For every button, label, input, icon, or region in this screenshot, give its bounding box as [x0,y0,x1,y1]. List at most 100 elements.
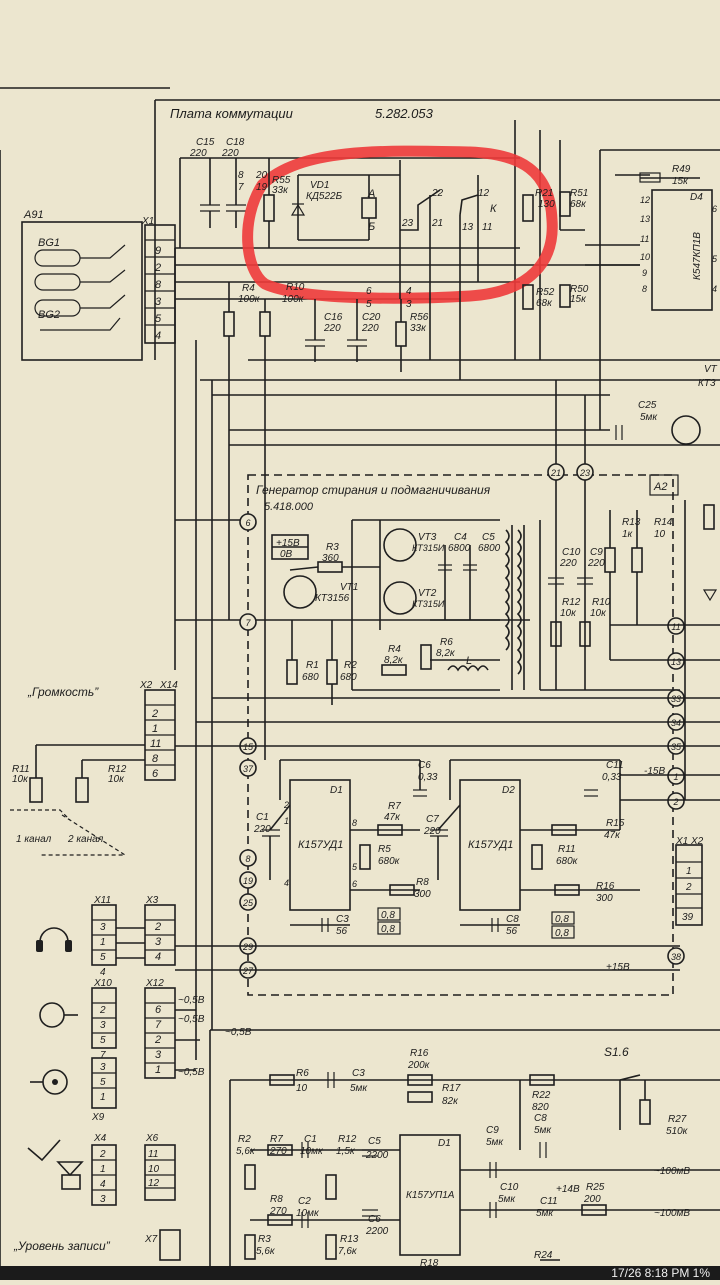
r13: R13 [622,517,641,528]
board-code: 5.282.053 [375,106,434,121]
x1-pin: 2 [154,262,161,274]
r12c: R12 [338,1134,357,1145]
r1v: 680 [302,672,319,683]
rec-level-label: „Уровень записи” [13,1239,111,1253]
node-label: 8 [245,854,250,864]
c15v: 220 [189,148,207,159]
x10-pin: 7 [100,1050,106,1061]
x12-pin: 2 [154,1034,161,1046]
generator-code: 5.418.000 [264,501,314,513]
c15: C15 [196,137,215,148]
c18: C18 [226,137,245,148]
c25v: 5мк [640,412,658,423]
c5: C5 [482,532,495,543]
r11v: 10к [12,774,29,785]
x10-pin: 2 [99,1005,106,1016]
d4v: К547КП1В [692,232,703,280]
node-label: 35 [671,742,682,752]
contact-22: 22 [431,188,444,199]
c8b: C8 [534,1113,547,1124]
x1x2-pin: 2 [685,882,692,893]
r8: R8 [416,877,429,888]
c10bv: 5мк [498,1194,516,1205]
contact-19: 19 [256,182,268,193]
contact-11: 11 [482,222,492,233]
node-label: 27 [242,966,254,976]
r21: R21 [535,188,553,199]
x9-pin: 3 [100,1062,106,1073]
r15v: 47к [604,830,621,841]
r2v: 680 [340,672,357,683]
x3-pin: 3 [155,936,162,948]
r1: R1 [306,660,319,671]
c5v: 6800 [478,543,501,554]
contact-13: 13 [462,222,474,233]
r16v: 300 [596,893,613,904]
c11: C11 [606,760,624,771]
v05b: ~0,5В [178,1014,205,1025]
vt1v: КТ3156 [315,593,350,604]
r22v: 820 [532,1102,549,1113]
x3-label: X3 [145,895,159,906]
contact-6: 6 [366,286,372,297]
r6: R6 [440,637,453,648]
vt3: VT3 [418,532,437,543]
r5v: 680к [378,856,401,867]
vt2v: КТ315И [412,599,445,609]
transistor-vt [672,416,700,444]
r13b: R13 [340,1234,359,1245]
d4-chip [652,190,712,310]
r11bv: 680к [556,856,579,867]
x11-pin: 5 [100,952,106,963]
d4-pin: 9 [642,268,647,278]
c18v: 220 [221,148,239,159]
x12-pin: 6 [155,1004,162,1016]
c16v: 220 [323,323,341,334]
d1: D1 [330,785,343,796]
node-label: 6 [245,518,250,528]
x12-pin: 1 [155,1064,161,1076]
node-label: 23 [579,468,590,478]
d4-pin: 4 [712,284,717,294]
c1b: C1 [304,1134,317,1145]
x7-label: X7 [144,1234,158,1245]
vt2: VT2 [418,588,437,599]
r51: R51 [570,188,588,199]
c3: C3 [336,914,349,925]
x10-label: X10 [93,978,112,989]
lower-connectors [92,905,248,1260]
plus-15v: +15В [606,962,630,973]
c9v: 220 [587,558,605,569]
module-a91: A91 [23,209,44,221]
plus-14v: +14В [556,1184,580,1195]
c6b: C6 [368,1214,381,1225]
r7: R7 [388,801,401,812]
contact-20: 20 [255,170,268,181]
node-label: 37 [243,764,254,774]
x1-label: X1 [141,216,154,227]
x1-pin: 9 [155,245,161,257]
x1-pin: 3 [155,296,162,308]
r2: R2 [344,660,357,671]
v100b: ~100мВ [654,1208,690,1219]
x1-pin: 4 [155,330,161,342]
contact-23: 23 [401,218,414,229]
node-label: 29 [242,942,253,952]
d1v: К157УД1 [298,839,343,851]
board-title: Плата коммутации [170,106,293,121]
c8v: 56 [506,926,518,937]
vt3v: КТ315И [412,543,445,553]
x11-pin: 3 [100,922,106,933]
d4-pin: 8 [642,284,647,294]
box1a: 0,8 [381,910,395,921]
c5bv: 2200 [365,1150,389,1161]
r7v: 47к [384,812,401,823]
r49v: 15к [672,176,689,187]
x10-pin: 3 [100,1020,106,1031]
r11b: R11 [558,844,576,855]
c9bv: 5мк [486,1137,504,1148]
status-bar: 17/26 8:18 PM 1% [0,1266,720,1280]
generator-title: Генератор стирания и подмагничивания [256,483,491,497]
x12-pin: 7 [155,1019,162,1031]
c10: C10 [562,547,581,558]
